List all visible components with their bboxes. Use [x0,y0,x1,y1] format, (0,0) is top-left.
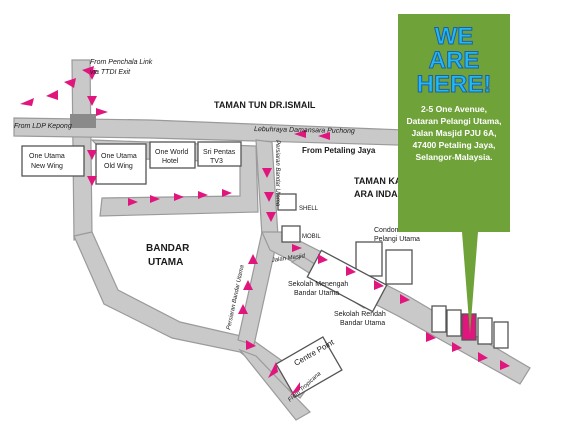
arrow-icon [20,98,34,106]
toll-plaza [70,114,96,128]
address-line-2: Dataran Pelangi Utama, [407,116,502,126]
arrow-right-icon [478,352,488,362]
arrow-right-icon [318,254,328,264]
area-taman-kayu-2: ARA INDAH [354,189,404,199]
label-mobil: MOBIL [302,234,321,240]
building-condo-a [355,241,383,277]
arrow-left-icon [294,130,306,138]
building-sekolah-menengah [306,249,388,313]
arrow-icon [64,78,76,88]
area-bandar-utama-1: BANDAR [146,243,190,254]
building-mobil [281,225,301,243]
label-one-utama-new-wing-1: One Utama [29,153,65,160]
building-one-utama-new-wing [21,145,85,177]
headline-we: WE [435,23,474,50]
label-condominium-2: Pelangi Utama [374,236,420,243]
arrow-right-icon [96,108,108,116]
building-centre-point [275,336,343,398]
arrow-left-icon [318,132,330,140]
arrow-up-icon [243,280,253,290]
arrow-right-icon [374,280,384,290]
label-from-penchala: From Penchala Link [90,59,153,66]
label-sekolah-menengah-2: Bandar Utama [294,290,339,297]
label-one-utama-old-wing-1: One Utama [101,153,137,160]
arrow-up-icon [238,304,248,314]
arrow-icon [46,90,58,100]
arrow-left-icon [246,340,256,350]
road-tropicana [238,348,311,421]
label-sekolah-rendah-1: Sekolah Rendah [334,311,386,318]
address-line-1: 2-5 One Avenue, [421,104,487,114]
headline-are: ARE [429,47,480,74]
label-from-ldp-kepong: From LDP Kepong [14,123,72,130]
area-bandar-utama-2: UTAMA [148,257,183,268]
arrow-right-icon [174,193,184,201]
panel-background [398,14,510,334]
building-shell [277,193,297,211]
we-are-here-panel: WE ARE HERE! 2-5 One Avenue, Dataran Pel… [398,14,510,334]
label-one-utama-old-wing-2: Old Wing [104,163,133,170]
arrow-down-icon [87,150,97,160]
building-one-avenue-1 [431,305,447,333]
buildings [21,141,509,398]
arrow-right-icon [150,195,160,203]
arrow-down-icon [264,192,274,202]
label-from-petaling-jaya: From Petaling Jaya [302,146,376,155]
label-via-ttdi: via TTDI Exit [90,69,131,76]
address-line-3: Jalan Masjid PJU 6A, [411,128,496,138]
arrow-up-icon [248,254,258,264]
arrow-up-icon [290,382,300,396]
building-one-avenue-3 [477,317,493,345]
route-arrows [20,66,510,396]
building-one-utama-old-wing [95,143,147,185]
arrow-right-icon [346,266,356,276]
arrow-down-icon [266,212,276,222]
label-sri-pentas-1: Sri Pentas [203,149,236,156]
arrow-down-icon [87,176,97,186]
building-one-avenue-2 [446,309,462,337]
building-condo-b [385,249,413,285]
label-jalan-masjid: Jalan Masjid [270,253,306,264]
label-sekolah-rendah-2: Bandar Utama [340,320,385,327]
arrow-right-icon [500,360,510,370]
label-condominium-1: Condominium [374,227,417,234]
arrow-right-icon [128,198,138,206]
arrow-right-icon [452,342,462,352]
arrow-right-icon [292,244,302,252]
area-taman-tun: TAMAN TUN DR.ISMAIL [214,100,316,110]
arrow-right-icon [400,294,410,304]
label-one-world-2: Hotel [162,158,179,165]
arrow-down-icon [87,70,97,80]
arrow-right-icon [198,191,208,199]
headline-here: HERE! [417,71,492,98]
label-one-utama-new-wing-2: New Wing [31,163,63,170]
building-one-avenue-4 [493,321,509,349]
building-one-world-hotel [149,141,196,169]
address-line-4: 47400 Petaling Jaya, [413,140,496,150]
label-sekolah-menengah-1: Sekolah Menengah [288,281,348,288]
arrow-down-icon [87,96,97,106]
label-ldp-road: Lebuhraya Damansara Puchong [254,126,355,135]
arrow-right-icon [426,332,436,342]
arrow-down-icon [262,168,272,178]
label-persiaran-bandar-utama: Persiaran Bandar Utama [274,140,280,207]
label-one-world-1: One World [155,149,188,156]
building-sri-pentas [197,141,242,167]
address-line-5: Selangor-Malaysia. [415,152,492,162]
area-taman-kayu-1: TAMAN KAYU [354,176,413,186]
arrow-right-icon [222,189,232,197]
arrow-up-icon [268,362,278,378]
label-shell: SHELL [299,206,319,212]
label-sri-pentas-2: TV3 [210,158,223,165]
